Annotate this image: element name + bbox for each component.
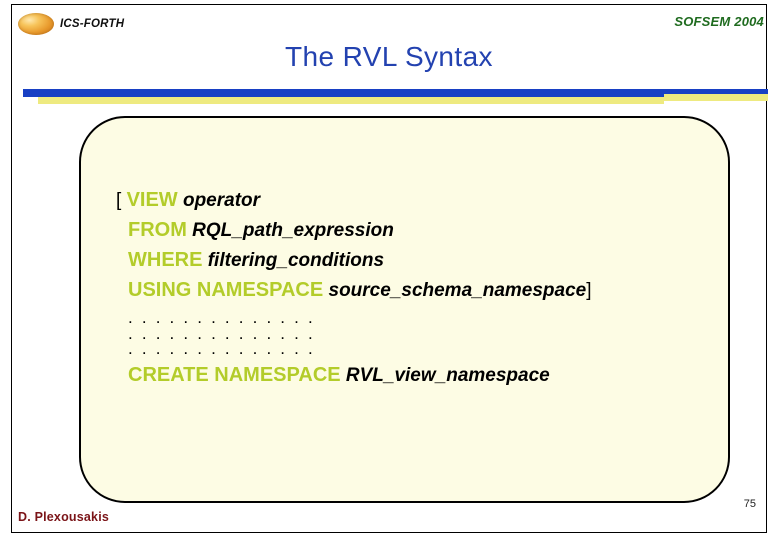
- syntax-line-from: FROM RQL_path_expression: [114, 220, 718, 240]
- keyword-create-namespace: CREATE NAMESPACE: [128, 363, 341, 386]
- syntax-line-view: [ VIEW operator: [114, 190, 718, 210]
- forth-logo-icon: [18, 13, 54, 35]
- divider-yellow-secondary: [664, 94, 768, 101]
- ellipsis-row: . . . . . . . . . . . . . .: [128, 323, 315, 343]
- param-rvl-view-ns: RVL_view_namespace: [345, 364, 550, 386]
- syntax-line-create-namespace: CREATE NAMESPACE RVL_view_namespace: [114, 365, 718, 385]
- divider-blue-secondary: [664, 89, 768, 94]
- syntax-panel: [ VIEW operator FROM RQL_path_expression…: [79, 116, 730, 503]
- keyword-using-namespace: USING NAMESPACE: [128, 279, 324, 301]
- ellipsis-row: . . . . . . . . . . . . . .: [128, 308, 315, 327]
- divider-blue-primary: [23, 89, 664, 97]
- bracket-close: ]: [586, 280, 592, 301]
- conference-label: SOFSEM 2004: [674, 14, 764, 29]
- param-filtering-conds: filtering_conditions: [207, 250, 385, 271]
- syntax-line-where: WHERE filtering_conditions: [114, 250, 718, 270]
- syntax-line-using-namespace: USING NAMESPACE source_schema_namespace]: [114, 280, 718, 300]
- page-number: 75: [743, 498, 756, 510]
- organization-label: ICS-FORTH: [60, 18, 125, 30]
- keyword-where: WHERE: [128, 249, 203, 271]
- bracket-open: [: [116, 190, 122, 211]
- keyword-from: FROM: [128, 219, 187, 241]
- keyword-view: VIEW: [126, 189, 178, 211]
- ellipsis-row: . . . . . . . . . . . . . .: [128, 339, 315, 359]
- slide-canvas: ICS-FORTH SOFSEM 2004 The RVL Syntax [ V…: [11, 4, 768, 533]
- param-rql-path-expr: RQL_path_expression: [192, 220, 394, 241]
- page-title: The RVL Syntax: [285, 41, 493, 72]
- param-operator: operator: [182, 190, 261, 211]
- syntax-body: [ VIEW operator FROM RQL_path_expression…: [114, 190, 718, 395]
- author-label: D. Plexousakis: [18, 510, 110, 524]
- divider-yellow-primary: [38, 97, 664, 104]
- param-source-schema-ns: source_schema_namespace: [328, 280, 587, 301]
